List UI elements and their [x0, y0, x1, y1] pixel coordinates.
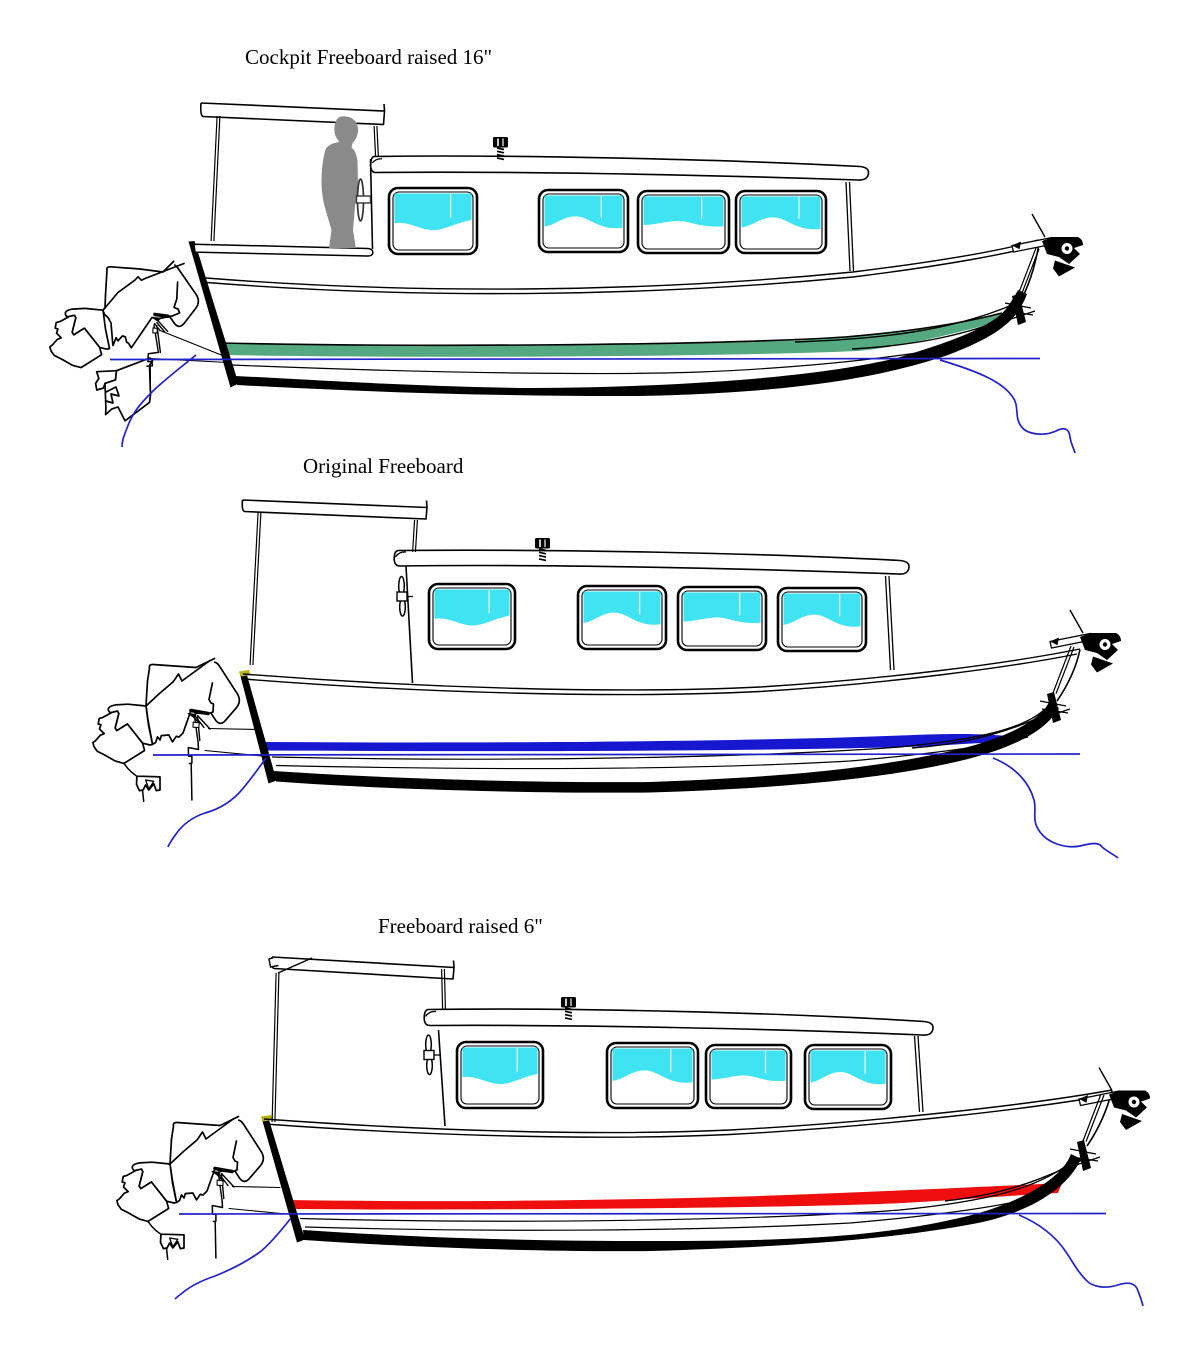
svg-text:Original Freeboard: Original Freeboard	[303, 454, 464, 478]
svg-text:Cockpit Freeboard raised 16": Cockpit Freeboard raised 16"	[245, 45, 492, 69]
svg-text:Freeboard raised 6": Freeboard raised 6"	[378, 914, 543, 938]
